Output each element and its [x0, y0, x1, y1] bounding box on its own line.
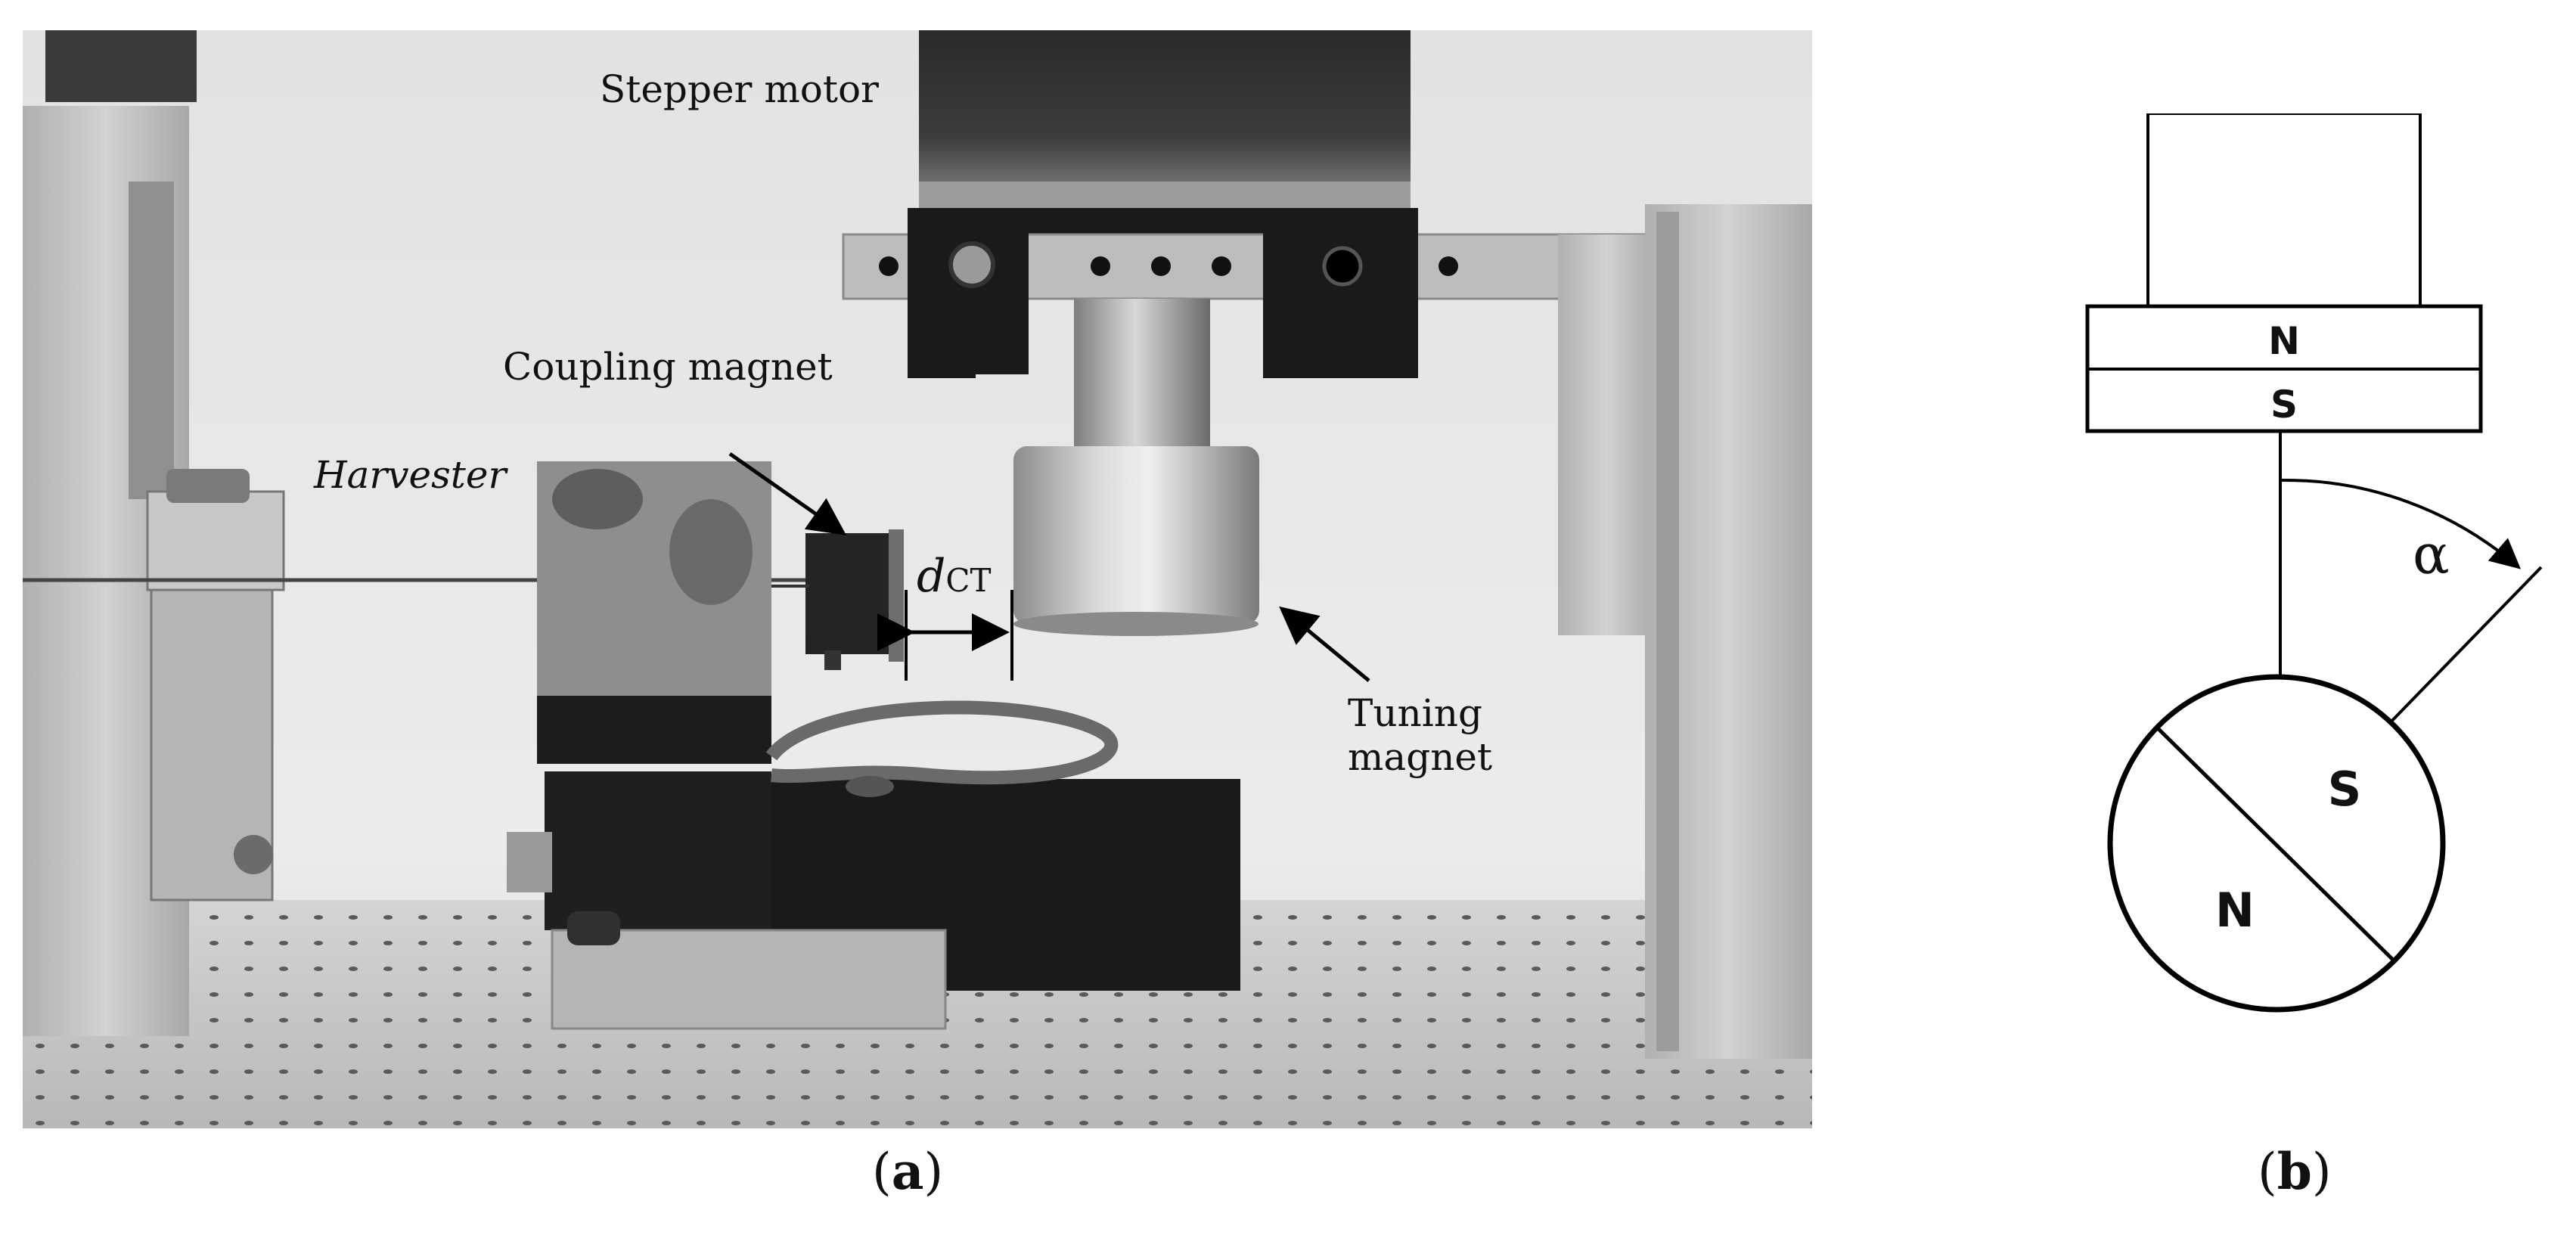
- photo-setup: Stepper motor Coupling magnet Harvester …: [23, 30, 1812, 1128]
- label-harvester: Harvester: [313, 453, 508, 497]
- motor-outline: [2146, 112, 2422, 308]
- label-tuning-line2: magnet: [1348, 735, 1492, 779]
- angle-arc: [2280, 478, 2522, 569]
- left-clamp-upper: [146, 490, 285, 591]
- tuning-magnet: [1013, 446, 1259, 624]
- label-stepper-motor: Stepper motor: [600, 67, 879, 111]
- caption-a-letter: a: [891, 1142, 924, 1201]
- bar-magnet-n: N: [2268, 319, 2300, 363]
- disc-pole-divider: [2154, 725, 2395, 962]
- caption-b: (b): [2258, 1142, 2332, 1201]
- caption-a: (a): [872, 1142, 944, 1201]
- harvester-base: [545, 771, 771, 930]
- tuning-magnet-arrow: [1279, 606, 1370, 682]
- coupling-magnet-arrow: [728, 451, 847, 535]
- magnet-angle-diagram: N S α S N: [2072, 112, 2571, 1021]
- label-tuning-line1: Tuning: [1348, 691, 1482, 735]
- right-bracket: [1558, 234, 1656, 635]
- coupling-magnet-holder: [805, 533, 889, 654]
- stepper-motor: [919, 30, 1411, 208]
- disc-magnet-n: N: [2215, 883, 2255, 938]
- bar-magnet-s: S: [2270, 383, 2298, 427]
- label-d-ct: dCT: [917, 550, 992, 603]
- label-d-subscript: CT: [945, 562, 991, 599]
- caption-b-letter: b: [2277, 1142, 2312, 1201]
- motor-shaft: [1074, 299, 1210, 450]
- left-post-cap: [45, 30, 197, 102]
- label-coupling-magnet: Coupling magnet: [503, 345, 833, 389]
- label-d-symbol: d: [917, 550, 945, 603]
- disc-magnet-s: S: [2328, 762, 2362, 817]
- angle-alpha: α: [2413, 523, 2450, 586]
